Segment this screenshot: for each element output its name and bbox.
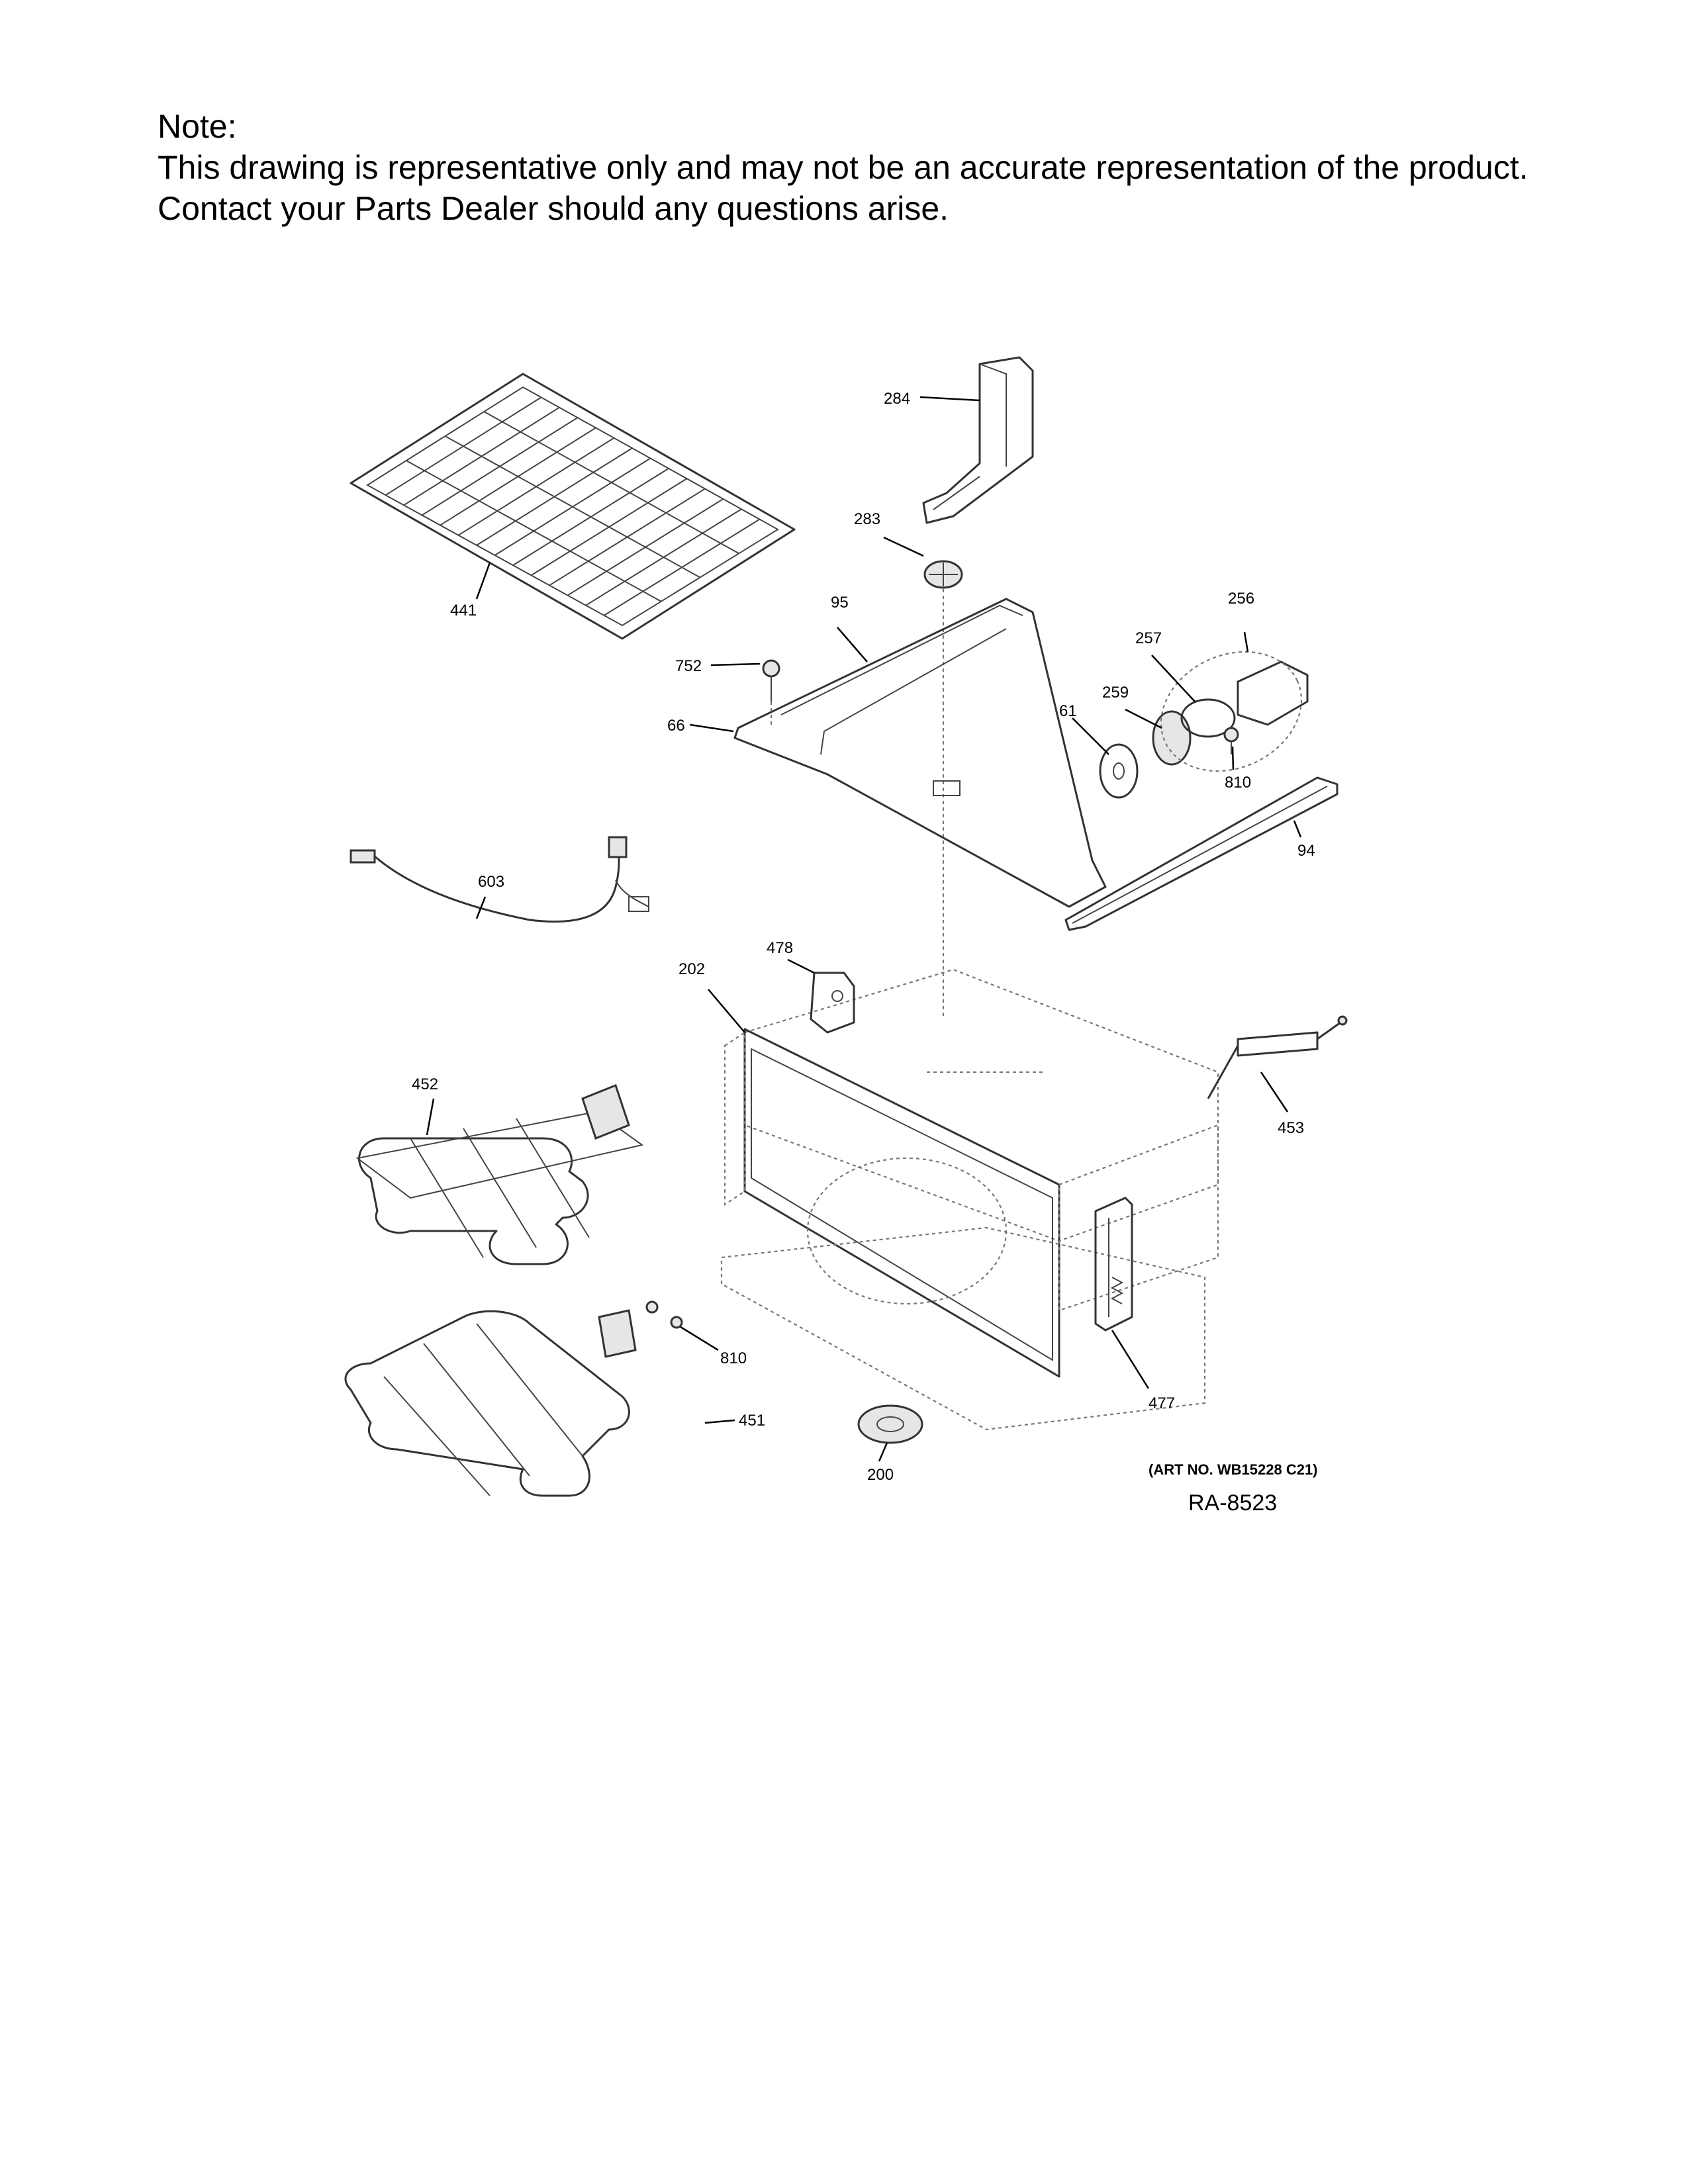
callout-256: 256 — [1228, 590, 1254, 608]
callout-202: 202 — [679, 960, 705, 978]
callout-452: 452 — [412, 1075, 438, 1093]
note-block: Note: This drawing is representative onl… — [158, 106, 1548, 229]
screw-810-lower-part — [645, 1300, 683, 1329]
screw-752-part — [762, 659, 780, 725]
gasket-200-part — [857, 1404, 923, 1444]
callout-603: 603 — [478, 873, 504, 891]
note-line-1: This drawing is representative only and … — [158, 149, 1528, 186]
broil-element-part — [355, 1084, 644, 1265]
wiring-harness-part — [350, 836, 649, 923]
callout-453: 453 — [1278, 1119, 1304, 1137]
leader-lines — [426, 396, 1302, 1462]
callout-200: 200 — [867, 1466, 894, 1484]
callout-283: 283 — [854, 510, 880, 528]
callout-478: 478 — [767, 939, 793, 957]
note-line-2: Contact your Parts Dealer should any que… — [158, 190, 949, 227]
oven-cavity-part — [720, 968, 1219, 1431]
hinge-bracket-478-part — [810, 972, 855, 1034]
oven-rack-part — [350, 373, 796, 640]
callout-752: 752 — [675, 657, 702, 675]
callout-95: 95 — [831, 594, 849, 612]
temperature-sensor-part — [1207, 1015, 1348, 1099]
callout-284: 284 — [884, 390, 910, 408]
callout-66: 66 — [667, 717, 685, 735]
callout-451: 451 — [739, 1412, 765, 1430]
callout-257: 257 — [1135, 629, 1162, 647]
callout-810-upper: 810 — [1225, 774, 1251, 792]
note-title: Note: — [158, 108, 237, 145]
light-assembly-part — [1099, 651, 1309, 799]
callout-labels: 441 284 283 95 256 257 752 259 61 66 810… — [412, 390, 1315, 1484]
side-rail-part — [1064, 776, 1338, 931]
vent-deflector-part — [922, 356, 1034, 524]
vent-grille-part — [923, 560, 963, 589]
art-number: (ART NO. WB15228 C21) — [1149, 1461, 1318, 1478]
hinge-477-part — [1094, 1197, 1133, 1332]
reference-number: RA-8523 — [1188, 1490, 1277, 1516]
callout-61: 61 — [1059, 702, 1077, 720]
callout-94: 94 — [1297, 842, 1315, 860]
callout-810-lower: 810 — [720, 1349, 747, 1367]
bake-element-part — [344, 1309, 637, 1497]
top-bracket-part — [733, 598, 1107, 908]
callout-477: 477 — [1149, 1394, 1175, 1412]
callout-259: 259 — [1102, 684, 1129, 702]
callout-441: 441 — [450, 602, 477, 619]
